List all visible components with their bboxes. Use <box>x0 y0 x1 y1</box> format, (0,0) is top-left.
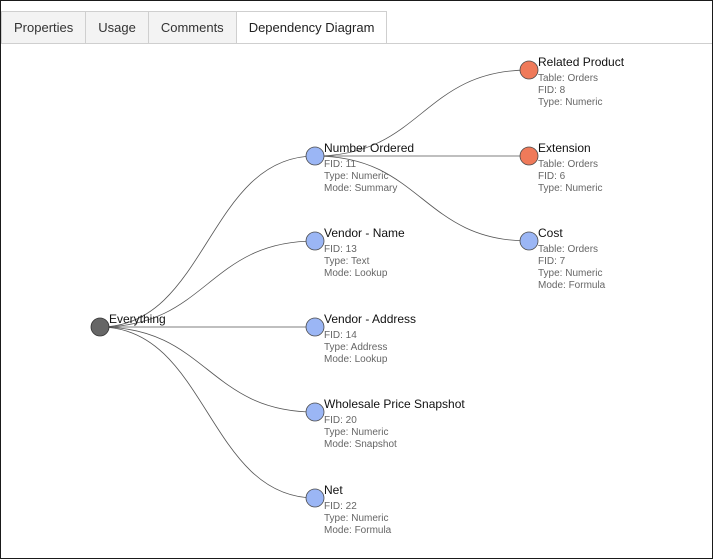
node-vendor-name-title: Vendor - Name <box>324 226 405 240</box>
node-number-ordered-detail: Mode: Summary <box>324 183 397 194</box>
edge-everything-to-net <box>99 326 316 499</box>
node-number-ordered-detail: Type: Numeric <box>324 171 388 182</box>
node-vendor-address-title: Vendor - Address <box>324 312 416 326</box>
node-vendor-address-detail: Mode: Lookup <box>324 354 388 365</box>
node-vendor-address-detail: FID: 14 <box>324 330 357 341</box>
node-wholesale-price-snapshot-title: Wholesale Price Snapshot <box>324 397 465 411</box>
node-vendor-name-circle[interactable] <box>305 231 325 251</box>
node-related-product-title: Related Product <box>538 55 625 69</box>
node-everything-circle[interactable] <box>90 317 110 337</box>
tab-properties[interactable]: Properties <box>1 11 87 44</box>
node-extension-detail: Type: Numeric <box>538 183 602 194</box>
node-wholesale-price-snapshot-detail: Type: Numeric <box>324 427 388 438</box>
node-vendor-address-circle[interactable] <box>305 317 325 337</box>
node-number-ordered-title: Number Ordered <box>324 141 414 155</box>
edge-number-ordered-to-cost <box>314 155 530 242</box>
node-vendor-name-detail: Mode: Lookup <box>324 268 388 279</box>
node-net-detail: FID: 22 <box>324 501 357 512</box>
tab-bar: Properties Usage Comments Dependency Dia… <box>1 11 388 44</box>
node-cost-detail: Type: Numeric <box>538 268 602 279</box>
node-extension-detail: Table: Orders <box>538 159 598 170</box>
edge-everything-to-vendor-name <box>99 240 316 328</box>
edge-number-ordered-to-related-product <box>314 69 530 157</box>
node-net-circle[interactable] <box>305 488 325 508</box>
node-extension-title: Extension <box>538 141 591 155</box>
node-net-detail: Mode: Formula <box>324 525 392 536</box>
node-extension-detail: FID: 6 <box>538 171 566 182</box>
node-everything-title: Everything <box>109 312 166 326</box>
node-number-ordered-circle[interactable] <box>305 146 325 166</box>
node-vendor-name-detail: Type: Text <box>324 256 370 267</box>
node-cost-detail: Mode: Formula <box>538 280 606 291</box>
node-net-title: Net <box>324 483 343 497</box>
node-cost-circle[interactable] <box>519 231 539 251</box>
node-vendor-address-detail: Type: Address <box>324 342 387 353</box>
node-related-product-detail: Type: Numeric <box>538 97 602 108</box>
tab-divider <box>1 43 712 44</box>
node-vendor-name-detail: FID: 13 <box>324 244 357 255</box>
node-related-product-circle[interactable] <box>519 60 539 80</box>
node-net-detail: Type: Numeric <box>324 513 388 524</box>
node-related-product-detail: FID: 8 <box>538 85 566 96</box>
node-cost-detail: FID: 7 <box>538 256 566 267</box>
node-everything[interactable]: Everything <box>90 312 166 337</box>
node-number-ordered-detail: FID: 11 <box>324 159 356 170</box>
node-wholesale-price-snapshot-detail: Mode: Snapshot <box>324 439 397 450</box>
node-related-product-detail: Table: Orders <box>538 73 598 84</box>
tab-comments[interactable]: Comments <box>147 11 237 44</box>
node-cost-detail: Table: Orders <box>538 244 598 255</box>
node-wholesale-price-snapshot-detail: FID: 20 <box>324 415 357 426</box>
edge-everything-to-number-ordered <box>99 155 316 328</box>
edge-everything-to-wholesale-price-snapshot <box>99 326 316 413</box>
node-cost-title: Cost <box>538 226 563 240</box>
node-wholesale-price-snapshot-circle[interactable] <box>305 402 325 422</box>
node-extension-circle[interactable] <box>519 146 539 166</box>
diagram-edges <box>99 69 530 499</box>
